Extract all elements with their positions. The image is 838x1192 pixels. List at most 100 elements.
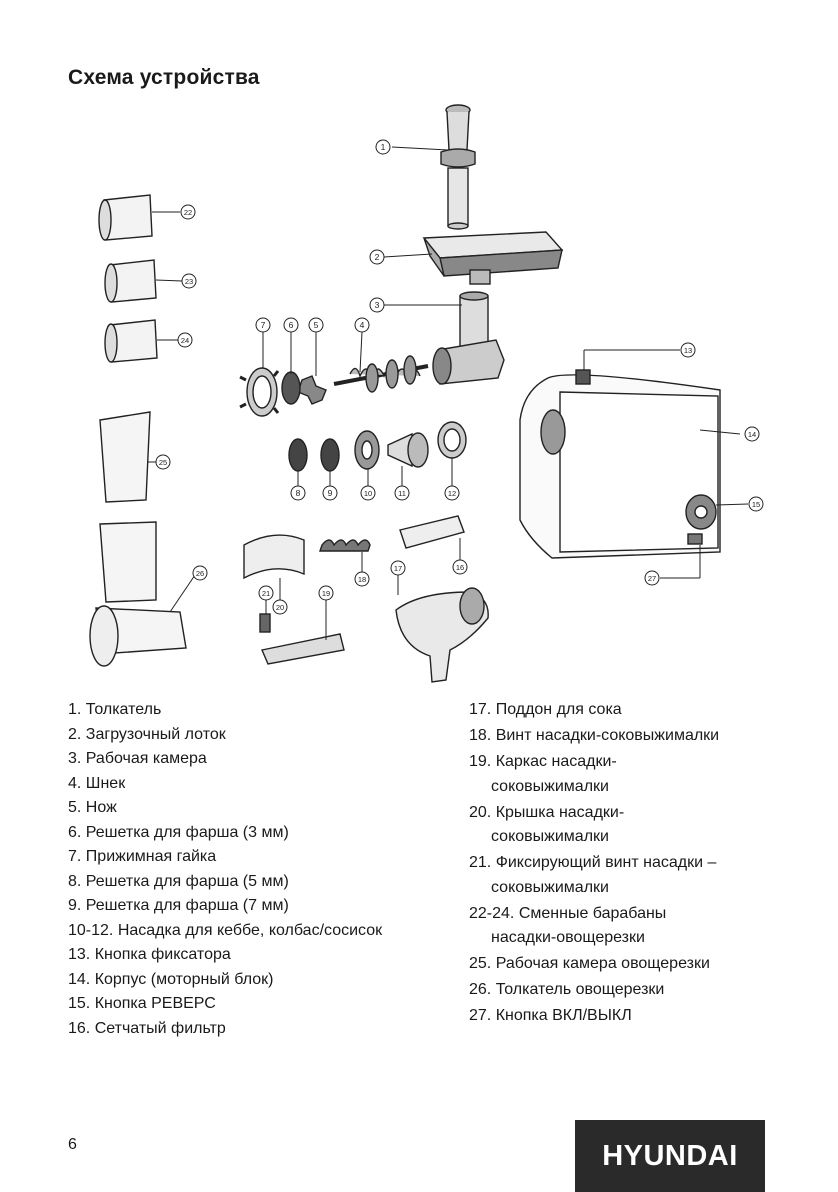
callout-label: 26 — [196, 569, 204, 578]
parts-list-item: 20. Крышка насадки-соковыжималки — [469, 801, 799, 850]
callout-circle — [180, 204, 196, 220]
parts-list-item: 26. Толкатель овощерезки — [469, 978, 799, 1003]
callout-22: 22 — [180, 204, 196, 220]
slicer-pusher-part — [99, 411, 151, 503]
callout-label: 9 — [328, 488, 333, 498]
callout-17: 17 — [390, 560, 406, 576]
parts-list-item-text: 20. Крышка насадки- — [469, 803, 625, 821]
callout-label: 12 — [448, 489, 456, 498]
callout-label: 20 — [276, 603, 284, 612]
callout-label: 8 — [296, 488, 301, 498]
callout-circle — [322, 485, 338, 501]
device-diagram: 1234567891011121314151617181920212223242… — [89, 104, 764, 683]
callout-4: 4 — [354, 317, 370, 333]
callout-10: 10 — [360, 485, 376, 501]
callout-9: 9 — [322, 485, 338, 501]
parts-list-item-text: 25. Рабочая камера овощерезки — [469, 955, 710, 972]
parts-list-item-text: 27. Кнопка ВКЛ/ВЫКЛ — [469, 1007, 632, 1024]
callout-circle — [369, 249, 385, 265]
ring-nut-part — [239, 367, 280, 417]
kebbe-attachment-parts — [354, 421, 467, 470]
callout-label: 15 — [752, 500, 760, 509]
callout-11: 11 — [394, 485, 410, 501]
callout-16: 16 — [452, 559, 468, 575]
parts-list-item-continuation: соковыжималки — [491, 828, 609, 845]
brand-logo: HYUNDAI — [575, 1120, 765, 1192]
mesh-filter-part — [399, 515, 465, 549]
callout-label: 7 — [261, 320, 266, 330]
callout-circle — [272, 599, 288, 615]
callout-circle — [255, 317, 271, 333]
callout-14: 14 — [744, 426, 760, 442]
callout-26: 26 — [192, 565, 208, 581]
parts-list-item-text: 22-24. Сменные барабаны — [469, 904, 667, 922]
callout-1: 1 — [375, 139, 391, 155]
callout-3: 3 — [369, 297, 385, 313]
callout-circle — [680, 342, 696, 358]
callout-circle — [308, 317, 324, 333]
callout-25: 25 — [155, 454, 171, 470]
callout-label: 23 — [185, 277, 193, 286]
parts-list-item: 1. Толкатель — [68, 701, 162, 718]
parts-list-item-text: 21. Фиксирующий винт насадки – — [469, 854, 717, 871]
juice-tray-part — [395, 587, 489, 683]
callout-circle — [369, 297, 385, 313]
parts-list-item: 25. Рабочая камера овощерезки — [469, 952, 799, 977]
working-chamber-part — [432, 291, 505, 385]
auger-part — [333, 355, 429, 393]
page-number: 6 — [68, 1136, 77, 1153]
callout-label: 3 — [375, 300, 380, 310]
callout-label: 1 — [381, 142, 386, 152]
callout-circle — [181, 273, 197, 289]
callout-18: 18 — [354, 571, 370, 587]
parts-list-item-text: 18. Винт насадки-соковыжималки — [469, 727, 720, 744]
callout-21: 21 — [258, 585, 274, 601]
parts-list-item: 10-12. Насадка для кеббе, колбас/сосисок — [68, 921, 383, 939]
grid-3mm-part — [281, 371, 301, 405]
callout-20: 20 — [272, 599, 288, 615]
callout-circle — [748, 496, 764, 512]
knife-part — [297, 375, 327, 405]
parts-list-item-text: 19. Каркас насадки- — [469, 753, 617, 770]
callout-27: 27 — [644, 570, 660, 586]
parts-list-item: 19. Каркас насадки-соковыжималки — [469, 750, 799, 799]
parts-list-item: 9. Решетка для фарша (7 мм) — [68, 897, 289, 914]
callout-label: 14 — [748, 430, 756, 439]
callout-6: 6 — [283, 317, 299, 333]
parts-list-item-text: 17. Поддон для сока — [469, 701, 622, 718]
pusher-part — [440, 104, 476, 230]
slicer-chamber-part — [89, 521, 187, 667]
callout-circle — [354, 571, 370, 587]
parts-list-item: 8. Решетка для фарша (5 мм) — [68, 872, 289, 890]
callout-circle — [177, 332, 193, 348]
callout-label: 2 — [375, 252, 380, 262]
callout-circle — [258, 585, 274, 601]
parts-list-item: 14. Корпус (моторный блок) — [68, 970, 274, 988]
callout-label: 24 — [181, 336, 189, 345]
callout-label: 16 — [456, 563, 464, 572]
callout-12: 12 — [444, 485, 460, 501]
page-title: Схема устройства — [68, 66, 260, 89]
callout-label: 13 — [684, 346, 692, 355]
parts-list-item: 18. Винт насадки-соковыжималки — [469, 724, 799, 749]
callout-8: 8 — [290, 485, 306, 501]
callout-label: 4 — [360, 320, 365, 330]
callout-label: 18 — [358, 575, 366, 584]
parts-list-item-text: 26. Толкатель овощерезки — [469, 981, 665, 998]
callout-circle — [394, 485, 410, 501]
callout-label: 27 — [648, 574, 656, 583]
callout-circle — [192, 565, 208, 581]
callout-circle — [354, 317, 370, 333]
callout-5: 5 — [308, 317, 324, 333]
parts-list-item-continuation: соковыжималки — [491, 878, 609, 896]
callout-circle — [390, 560, 406, 576]
parts-list-right: 17. Поддон для сока 18. Винт насадки-соко… — [469, 698, 799, 1030]
callout-label: 10 — [364, 489, 372, 498]
parts-list-item: 13. Кнопка фиксатора — [68, 946, 231, 963]
callout-19: 19 — [318, 585, 334, 601]
parts-list-item: 6. Решетка для фарша (3 мм) — [68, 823, 289, 841]
parts-list-item: 7. Прижимная гайка — [68, 848, 217, 865]
parts-list-item: 27. Кнопка ВКЛ/ВЫКЛ — [469, 1004, 799, 1029]
juicer-cover-part — [243, 534, 305, 580]
